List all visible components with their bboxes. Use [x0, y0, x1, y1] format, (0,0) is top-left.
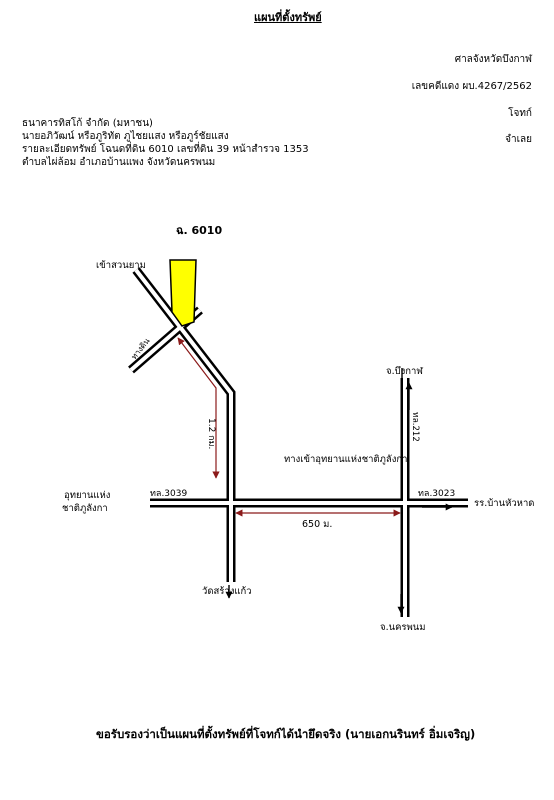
- defendant-names: นายอภิวัฒน์ หรือภูริทัต ภูไชยแสง หรือภูร…: [22, 131, 229, 142]
- defendant-label: จำเลย: [505, 134, 532, 145]
- label-to-bueng-kan: จ.บึงกาฬ: [386, 366, 423, 377]
- court-name: ศาลจังหวัดบึงกาฬ: [454, 54, 532, 65]
- property-location: ตำบลไผ่ล้อม อำเภอบ้านแพง จังหวัดนครพนม: [22, 157, 216, 168]
- certification-statement: ขอรับรองว่าเป็นแผนที่ตั้งทรัพย์ที่โจทก์ไ…: [96, 727, 476, 741]
- label-distance-horizontal: 650 ม.: [302, 519, 332, 530]
- property-detail: รายละเอียดทรัพย์ โฉนดที่ดิน 6010 เลขที่ด…: [22, 144, 309, 155]
- case-number: เลขคดีแดง ผบ.4267/2562: [411, 81, 532, 92]
- label-route-212: ทล.212: [410, 412, 420, 442]
- plaintiff-name: ธนาคารทิสโก้ จำกัด (มหาชน): [22, 118, 153, 129]
- label-school: รร.บ้านหัวหาด: [474, 498, 534, 509]
- label-route-3023: ทล.3023: [418, 489, 455, 499]
- label-suan-yam: เข้าสวนยาม: [96, 260, 146, 271]
- label-to-nakhon-phanom: จ.นครพนม: [380, 622, 426, 633]
- label-route-3039: ทล.3039: [150, 489, 187, 499]
- page-title: แผนที่ตั้งทรัพย์: [254, 11, 322, 24]
- parcel-label: ฉ. 6010: [176, 224, 222, 237]
- label-distance-vertical: 1.2 กม.: [206, 418, 216, 449]
- label-temple: วัดสร้างแก้ว: [202, 586, 252, 597]
- label-park-entrance: ทางเข้าอุทยานแห่งชาติภูลังกา: [284, 454, 407, 465]
- parcel-6010: [169, 259, 197, 327]
- plaintiff-label: โจทก์: [508, 108, 532, 119]
- label-park-line1: อุทยานแห่ง: [64, 490, 110, 501]
- distance-measure-vertical: [177, 337, 220, 479]
- label-park-line2: ชาติภูลังกา: [62, 503, 108, 514]
